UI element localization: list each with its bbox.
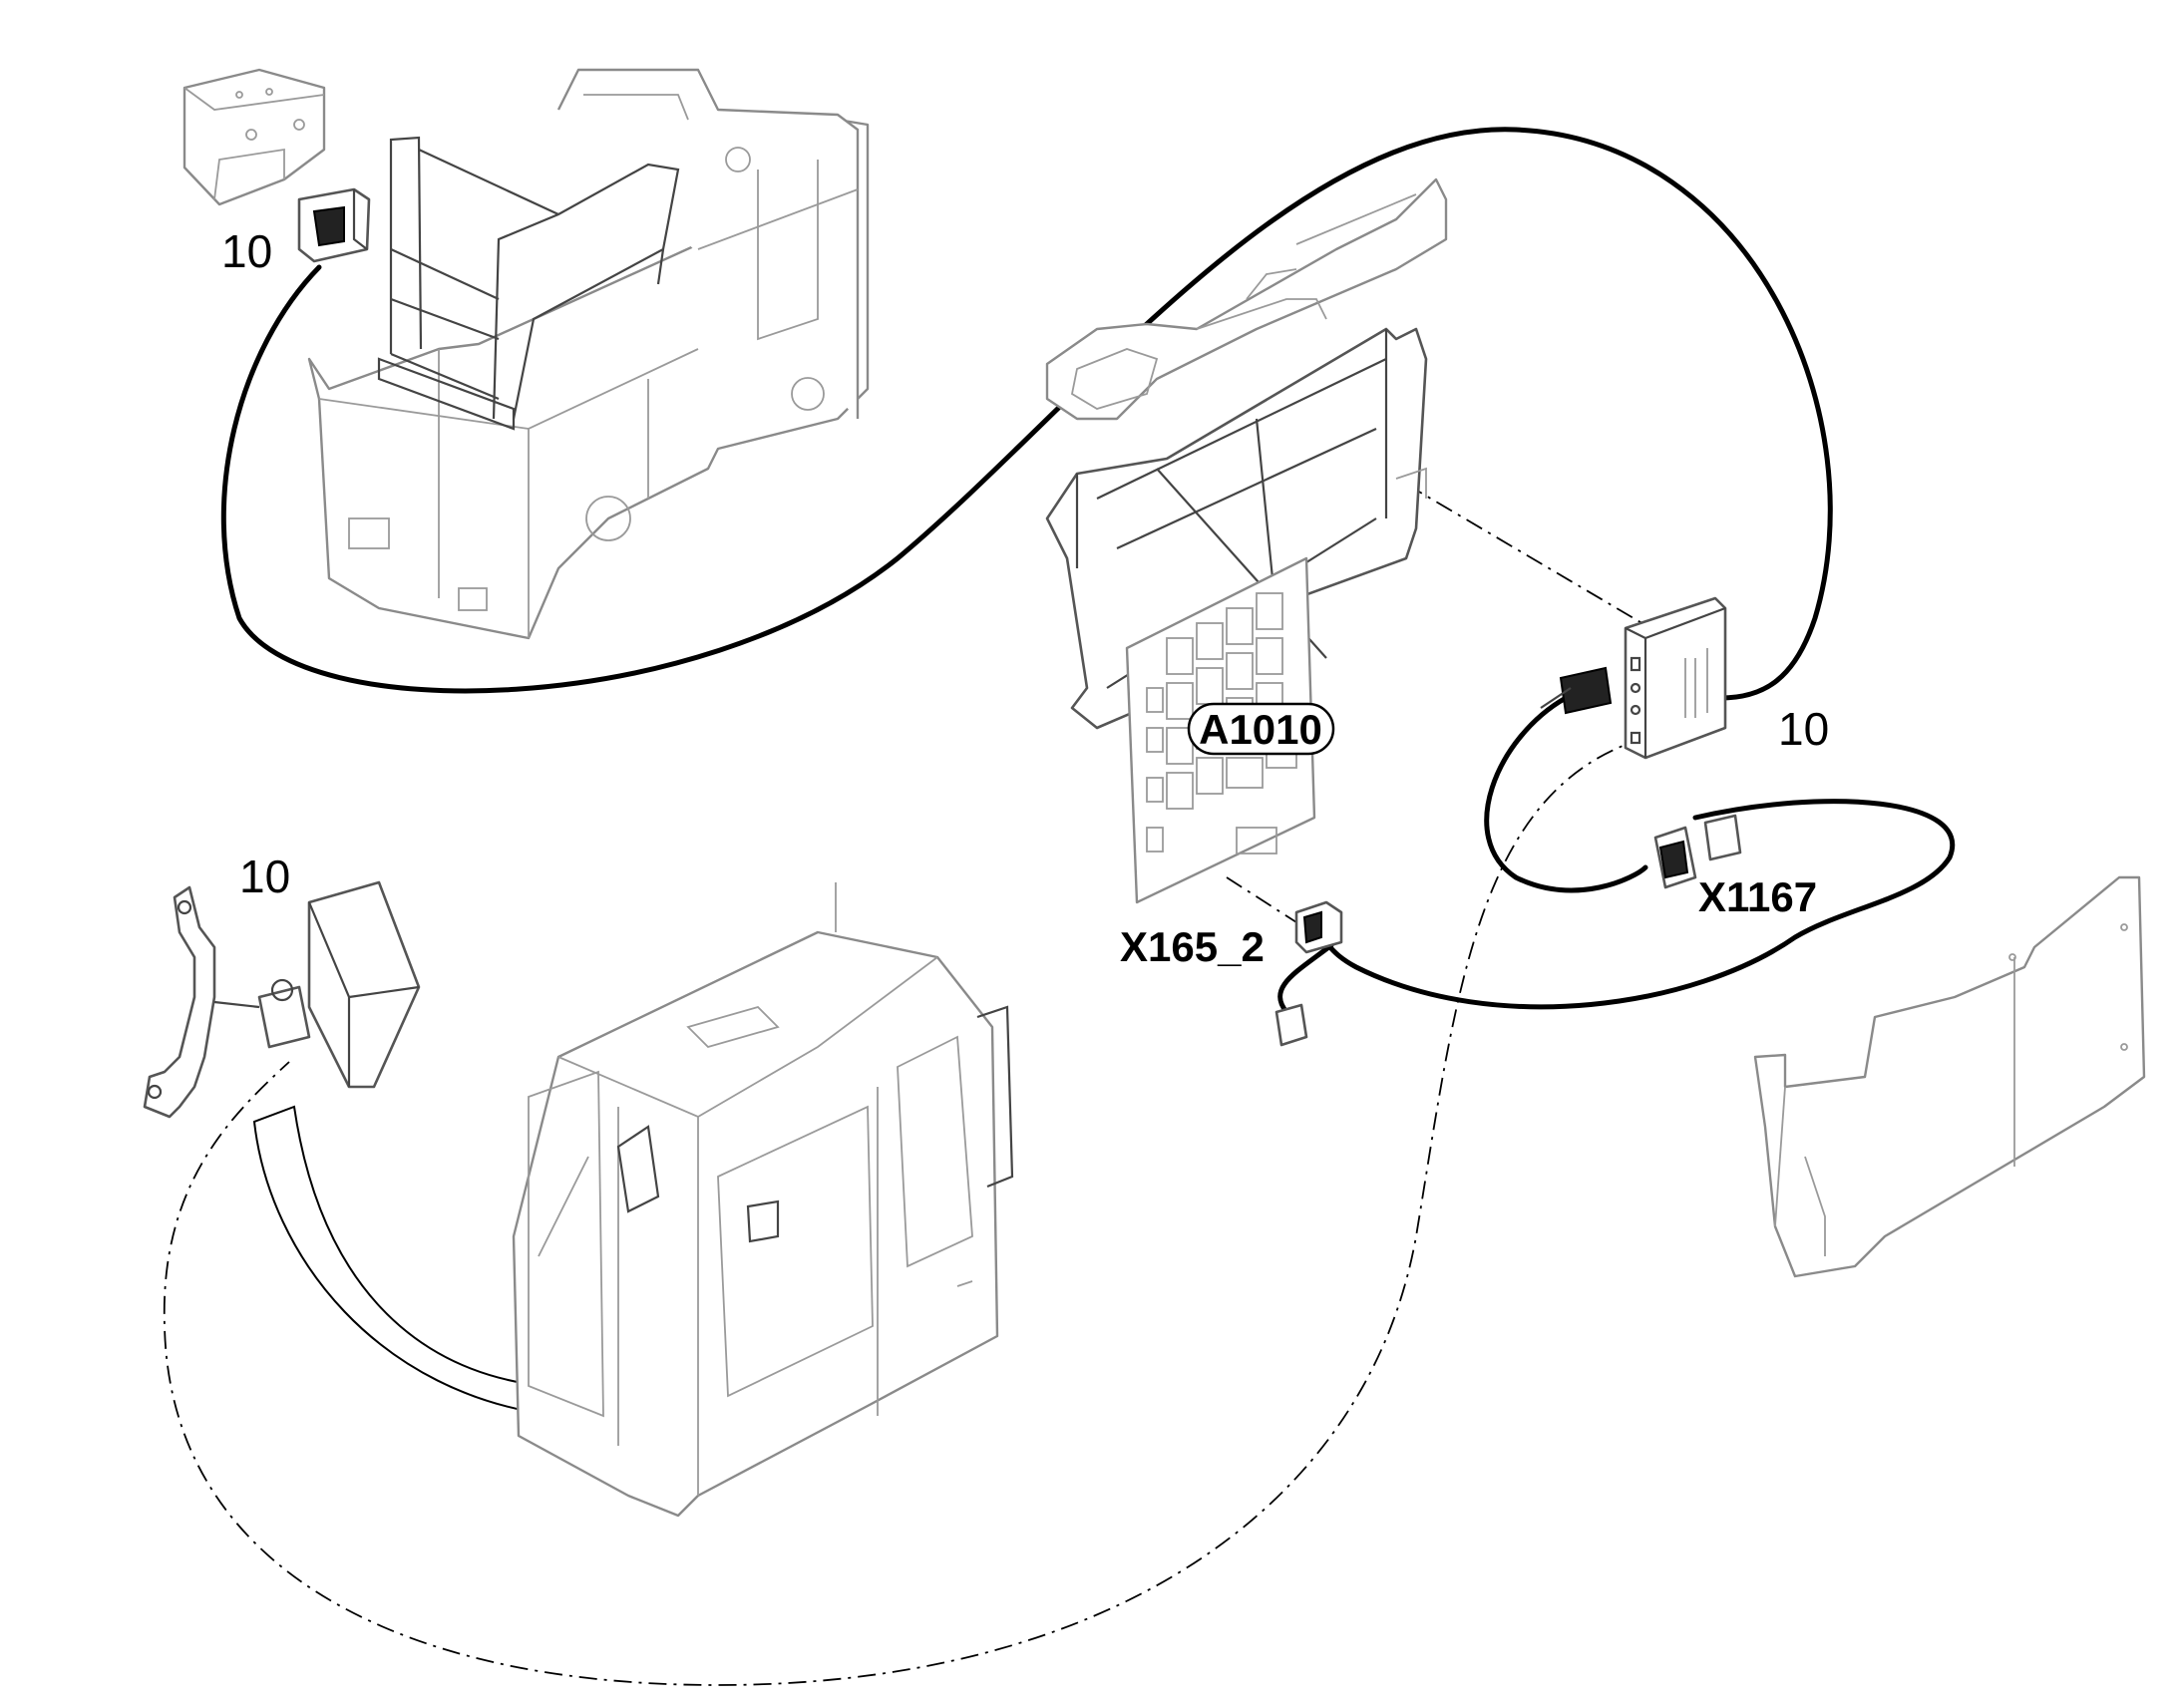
handrail <box>377 136 680 431</box>
connector-x165-2-illustration <box>1274 900 1343 1047</box>
switch-box-illustration <box>213 880 421 1089</box>
connector-x1167-illustration <box>1653 814 1742 889</box>
leader-a1010-to-bracket <box>1345 448 1651 629</box>
connector-label-x165-2: X165_2 <box>1120 923 1265 970</box>
item-label-top-left: 10 <box>221 225 272 277</box>
cable-x165-pigtail <box>1277 942 1334 1015</box>
handle-illustration <box>143 885 216 1119</box>
cable-x1167-to-x165 <box>1325 799 1956 1010</box>
item-label-mid-left: 10 <box>239 851 290 902</box>
harness-plug-illustration <box>1540 666 1613 715</box>
leader-cab-return <box>163 737 1646 1686</box>
switch-illustration <box>297 187 371 263</box>
module-label: A1010 <box>1199 706 1322 753</box>
cover-plate-illustration <box>182 68 326 206</box>
connector-label-x1167: X1167 <box>1698 873 1817 920</box>
side-guard-illustration <box>1753 875 2146 1278</box>
cable-harness-loop <box>1484 695 1648 893</box>
leader-a1010-to-x165 <box>1226 876 1297 923</box>
module-tag-a1010: A1010 <box>1187 702 1335 756</box>
control-unit-illustration <box>1624 596 1727 760</box>
console-top-illustration <box>1045 177 1448 421</box>
item-label-right: 10 <box>1778 703 1829 755</box>
operator-cab-illustration <box>512 882 1014 1518</box>
operator-platform-illustration <box>307 68 870 640</box>
